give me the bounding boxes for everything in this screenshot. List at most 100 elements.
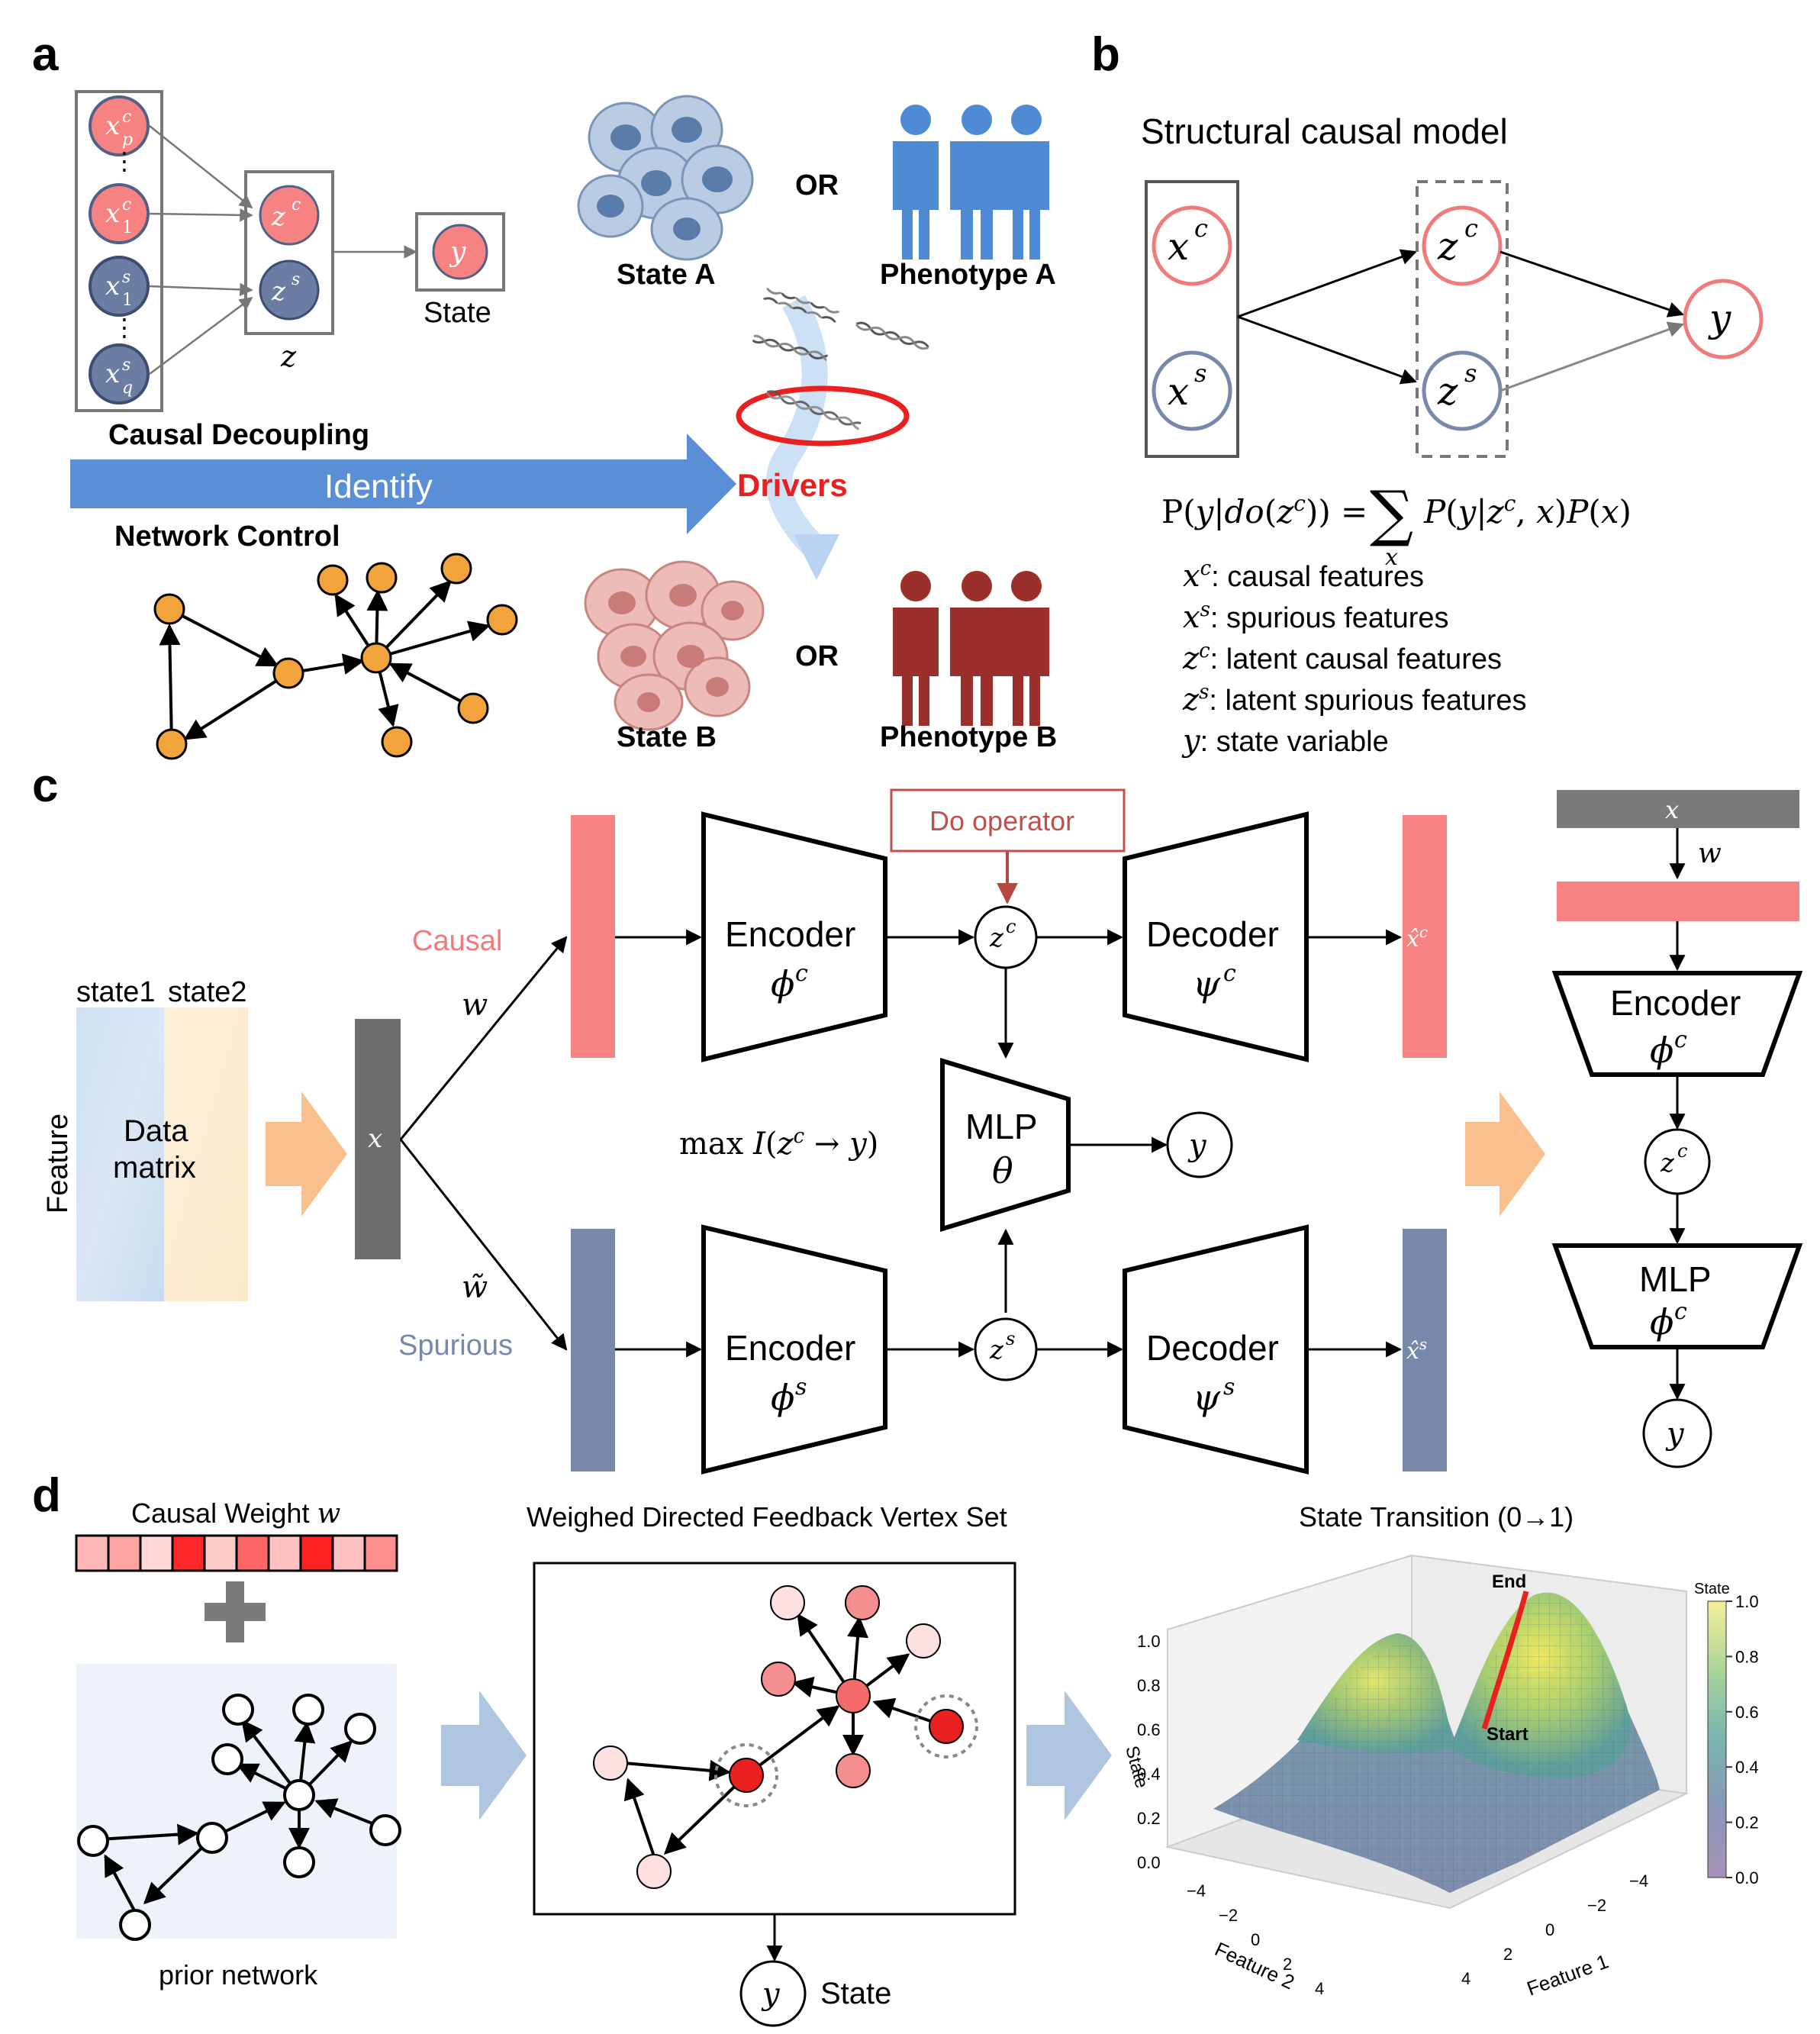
colorbar-tick-2: 0.4 bbox=[1735, 1758, 1759, 1777]
chart-z-ticks: 0.00.20.40.60.81.0 bbox=[1137, 1632, 1161, 1872]
svg-text:MLP: MLP bbox=[965, 1107, 1038, 1146]
causal-weight-cell-2 bbox=[139, 1534, 174, 1572]
svg-text:c: c bbox=[1674, 1298, 1687, 1325]
svg-text:s: s bbox=[1006, 1328, 1015, 1349]
dfvs-to-transition-arrow bbox=[1026, 1691, 1112, 1820]
svg-text:Do operator: Do operator bbox=[929, 805, 1074, 836]
scm-x-arrows bbox=[1237, 249, 1417, 385]
svg-text:Encoder: Encoder bbox=[1610, 983, 1741, 1023]
network-control-title: Network Control bbox=[114, 521, 340, 553]
data-matrix-state2 bbox=[164, 1007, 248, 1301]
feature-to-z-arrows bbox=[149, 125, 253, 376]
svg-text:∑: ∑ bbox=[1370, 478, 1413, 549]
svg-text:x: x bbox=[105, 359, 120, 389]
inference-mlp: MLP ϕ c bbox=[1551, 1243, 1803, 1349]
panel-b-label: b bbox=[1091, 28, 1120, 81]
svg-text:Decoder: Decoder bbox=[1146, 914, 1279, 954]
scm-x-box bbox=[1145, 180, 1239, 458]
prior-to-dfvs-arrow bbox=[441, 1691, 527, 1820]
chart-z-tick-3: 0.6 bbox=[1137, 1720, 1161, 1739]
node-zs: z s bbox=[974, 1317, 1038, 1381]
prior-network-graph bbox=[77, 1694, 401, 1941]
svg-text:x: x bbox=[105, 111, 120, 141]
panel-a: a x c p ⋮ x c 1 x s 1 ⋮ x s q bbox=[32, 28, 1057, 760]
dfvs-node-y: y bbox=[739, 1960, 807, 2027]
state2-label: state2 bbox=[168, 976, 247, 1008]
colorbar-ticks: 0.00.20.40.60.81.0 bbox=[1726, 1592, 1759, 1887]
state-b-label: State B bbox=[617, 721, 717, 753]
scm-node-z-s: z s bbox=[1422, 350, 1503, 431]
x-input-bar bbox=[355, 1019, 401, 1259]
drivers-dna-image bbox=[736, 287, 932, 580]
panel-d: d Causal Weight w bbox=[32, 1469, 1759, 2027]
chart-z-tick-0: 0.0 bbox=[1137, 1853, 1161, 1872]
inference-encoder: Encoder ϕ c bbox=[1551, 971, 1803, 1077]
network-control-graph bbox=[153, 553, 518, 760]
chart-x-tick-4: −4 bbox=[1629, 1871, 1648, 1891]
chart-y-tick-1: −2 bbox=[1219, 1906, 1238, 1925]
chart-surface-mesh bbox=[1213, 1595, 1660, 1893]
x-input-label: x bbox=[368, 1123, 382, 1154]
spurious-label: Spurious bbox=[398, 1330, 513, 1362]
svg-text:c: c bbox=[122, 195, 131, 214]
scm-title: Structural causal model bbox=[1141, 111, 1508, 151]
inference-x-bar bbox=[1557, 790, 1799, 828]
svg-text:x: x bbox=[105, 198, 120, 229]
x-split-arrows bbox=[399, 936, 568, 1351]
scm-node-y: y bbox=[1683, 279, 1764, 359]
svg-text:q: q bbox=[122, 379, 133, 398]
scm-node-x-s: x s bbox=[1152, 350, 1232, 431]
svg-text:c: c bbox=[1194, 214, 1208, 243]
encoder-spurious: Encoder ϕ s bbox=[701, 1224, 887, 1475]
panel-a-label: a bbox=[32, 28, 59, 81]
state-label: State bbox=[424, 297, 491, 329]
svg-text:s: s bbox=[122, 356, 130, 375]
svg-text:Decoder: Decoder bbox=[1146, 1328, 1279, 1368]
chart-z-tick-5: 1.0 bbox=[1137, 1632, 1161, 1651]
chart-x-tick-1: 2 bbox=[1503, 1945, 1512, 1964]
svg-text:x: x bbox=[105, 271, 120, 301]
xhat-s-bar bbox=[1403, 1229, 1447, 1472]
data-matrix-label-2: matrix bbox=[113, 1151, 196, 1185]
colorbar-tick-1: 0.2 bbox=[1735, 1813, 1759, 1833]
mutual-information-objective: max I(zc → y) bbox=[679, 1125, 878, 1162]
svg-text:θ: θ bbox=[992, 1150, 1013, 1191]
svg-text:z: z bbox=[271, 201, 286, 232]
svg-text:s: s bbox=[1194, 359, 1206, 388]
svg-text:s: s bbox=[1223, 1374, 1235, 1401]
inference-w-label: w bbox=[1698, 838, 1722, 869]
data-matrix-state1 bbox=[76, 1007, 164, 1301]
causal-weight-cell-6 bbox=[267, 1534, 302, 1572]
chart-xlabel: Feature 1 bbox=[1524, 1949, 1612, 2000]
node-z-c: z c bbox=[259, 185, 320, 246]
xhat-c-bar bbox=[1403, 815, 1447, 1058]
svg-text:z: z bbox=[1437, 224, 1458, 269]
causal-weight-cell-3 bbox=[171, 1534, 206, 1572]
decoder-causal: Decoder ψ c bbox=[1123, 811, 1309, 1062]
mlp-theta: MLP θ bbox=[940, 1057, 1071, 1233]
colorbar-tick-0: 0.0 bbox=[1735, 1868, 1759, 1887]
svg-text:c: c bbox=[122, 108, 131, 127]
svg-text:P(y|zc, x)P(x): P(y|zc, x)P(x) bbox=[1423, 491, 1632, 530]
svg-text:z: z bbox=[989, 923, 1004, 953]
data-to-x-arrow bbox=[266, 1091, 347, 1217]
chart-x-tick-3: −2 bbox=[1587, 1896, 1606, 1915]
panel-c-label: c bbox=[32, 759, 58, 812]
w-tilde-label: w̃ bbox=[462, 1270, 488, 1305]
node-xp-c: x c p bbox=[89, 95, 150, 156]
identify-arrow: Identify bbox=[70, 434, 736, 534]
svg-text:ϕ: ϕ bbox=[1650, 1030, 1673, 1071]
dfvs-state-label: State bbox=[820, 1977, 891, 2010]
z-label: z bbox=[280, 340, 297, 373]
decoder-spurious: Decoder ψ s bbox=[1123, 1224, 1309, 1475]
phenotype-a-label: Phenotype A bbox=[880, 259, 1056, 291]
svg-text:x: x bbox=[1385, 544, 1398, 571]
causal-weight-cell-5 bbox=[235, 1534, 270, 1572]
do-calculus-equation: P(y|do(zc)) = ∑ x P(y|zc, x)P(x) bbox=[1161, 478, 1632, 571]
causal-weight-cell-0 bbox=[75, 1534, 110, 1572]
inference-node-y: y bbox=[1642, 1398, 1712, 1468]
colorbar-tick-3: 0.6 bbox=[1735, 1703, 1759, 1722]
svg-text:s: s bbox=[122, 268, 130, 287]
